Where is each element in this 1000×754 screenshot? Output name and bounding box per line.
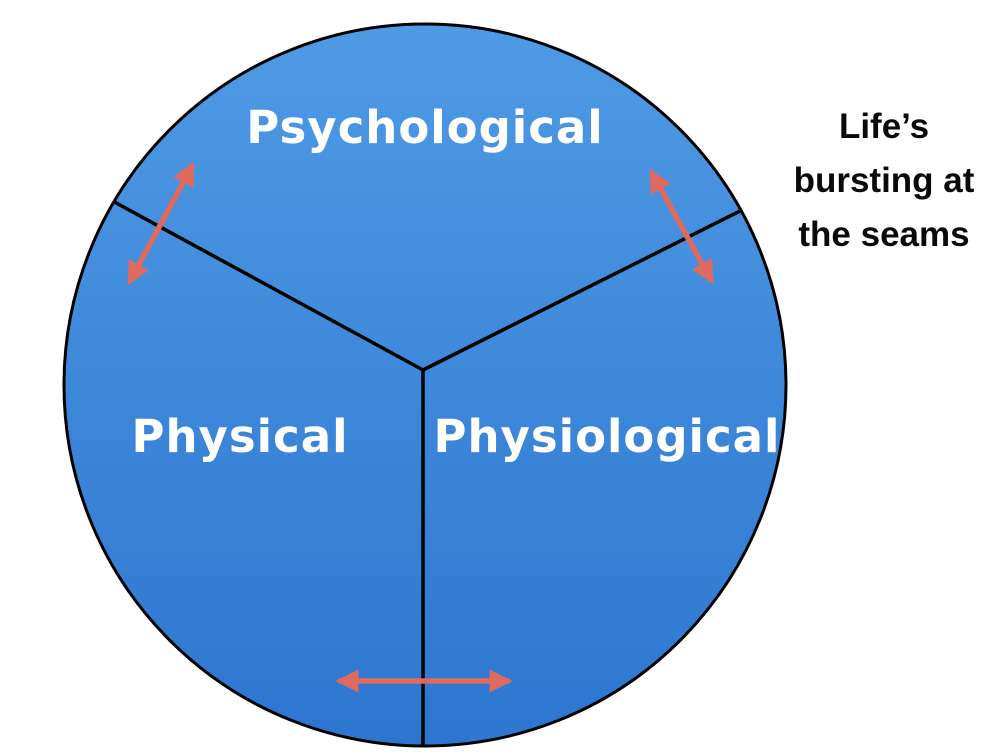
double-arrow-upper-left (127, 161, 195, 286)
side-note-line-3: the seams (798, 215, 970, 254)
double-arrow-upper-right (649, 168, 714, 285)
sector-label-physiological: Physiological (434, 410, 781, 463)
exchange-arrows (127, 161, 714, 693)
side-note: Life’s bursting at the seams (768, 100, 1000, 262)
circle-outline (62, 22, 788, 748)
side-note-line-1: Life’s (838, 107, 930, 146)
sector-label-physical: Physical (131, 410, 348, 463)
sector-label-psychological: Psychological (246, 101, 603, 154)
side-note-line-2: bursting at (793, 161, 975, 200)
